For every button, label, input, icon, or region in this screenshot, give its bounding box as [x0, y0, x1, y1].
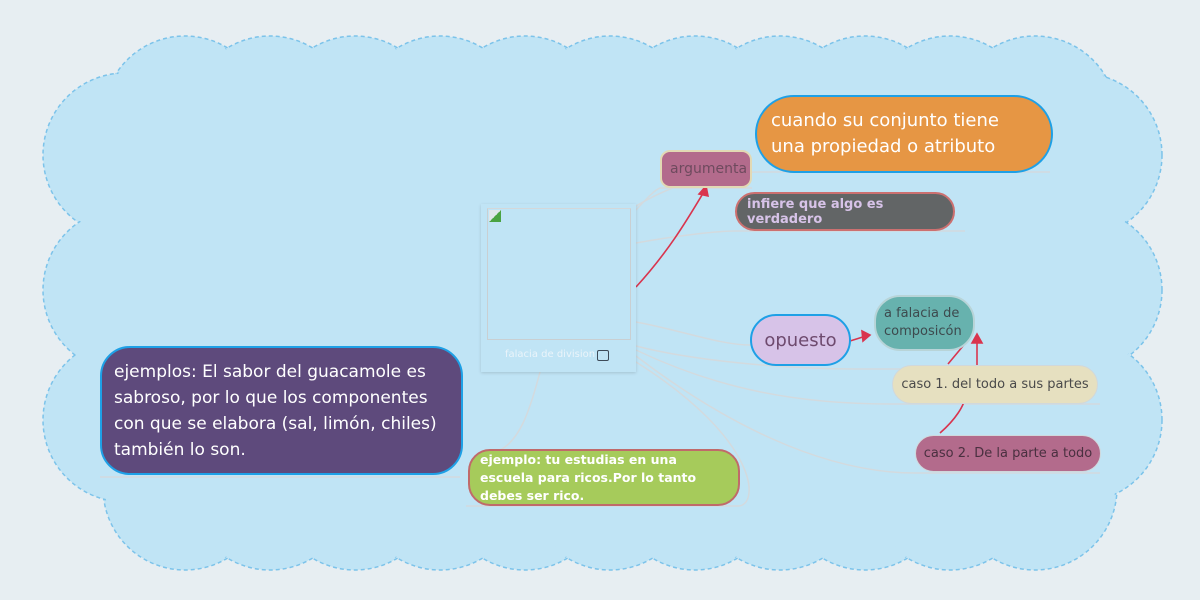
broken-image-icon [489, 210, 501, 222]
node-ejemplo[interactable]: ejemplo: tu estudias en una escuela para… [468, 449, 740, 506]
relation-arrows [635, 184, 984, 434]
node-caso2[interactable]: caso 2. De la parte a todo [915, 435, 1101, 472]
node-caso1[interactable]: caso 1. del todo a sus partes [892, 365, 1098, 404]
node-infiere[interactable]: infiere que algo es verdadero [735, 192, 955, 231]
topic-image [487, 208, 631, 340]
central-topic[interactable]: falacia de division [481, 204, 636, 372]
node-ejemplos[interactable]: ejemplos: El sabor del guacamole es sabr… [100, 346, 463, 475]
node-composicion[interactable]: a falacia de composicón [874, 295, 975, 351]
image-icon[interactable] [597, 350, 609, 361]
node-conjunto[interactable]: cuando su conjunto tiene una propiedad o… [755, 95, 1053, 173]
central-topic-label: falacia de division [505, 349, 596, 360]
node-argumenta[interactable]: argumenta [660, 150, 752, 188]
node-opuesto[interactable]: opuesto [750, 314, 851, 366]
connectors [100, 171, 1100, 507]
